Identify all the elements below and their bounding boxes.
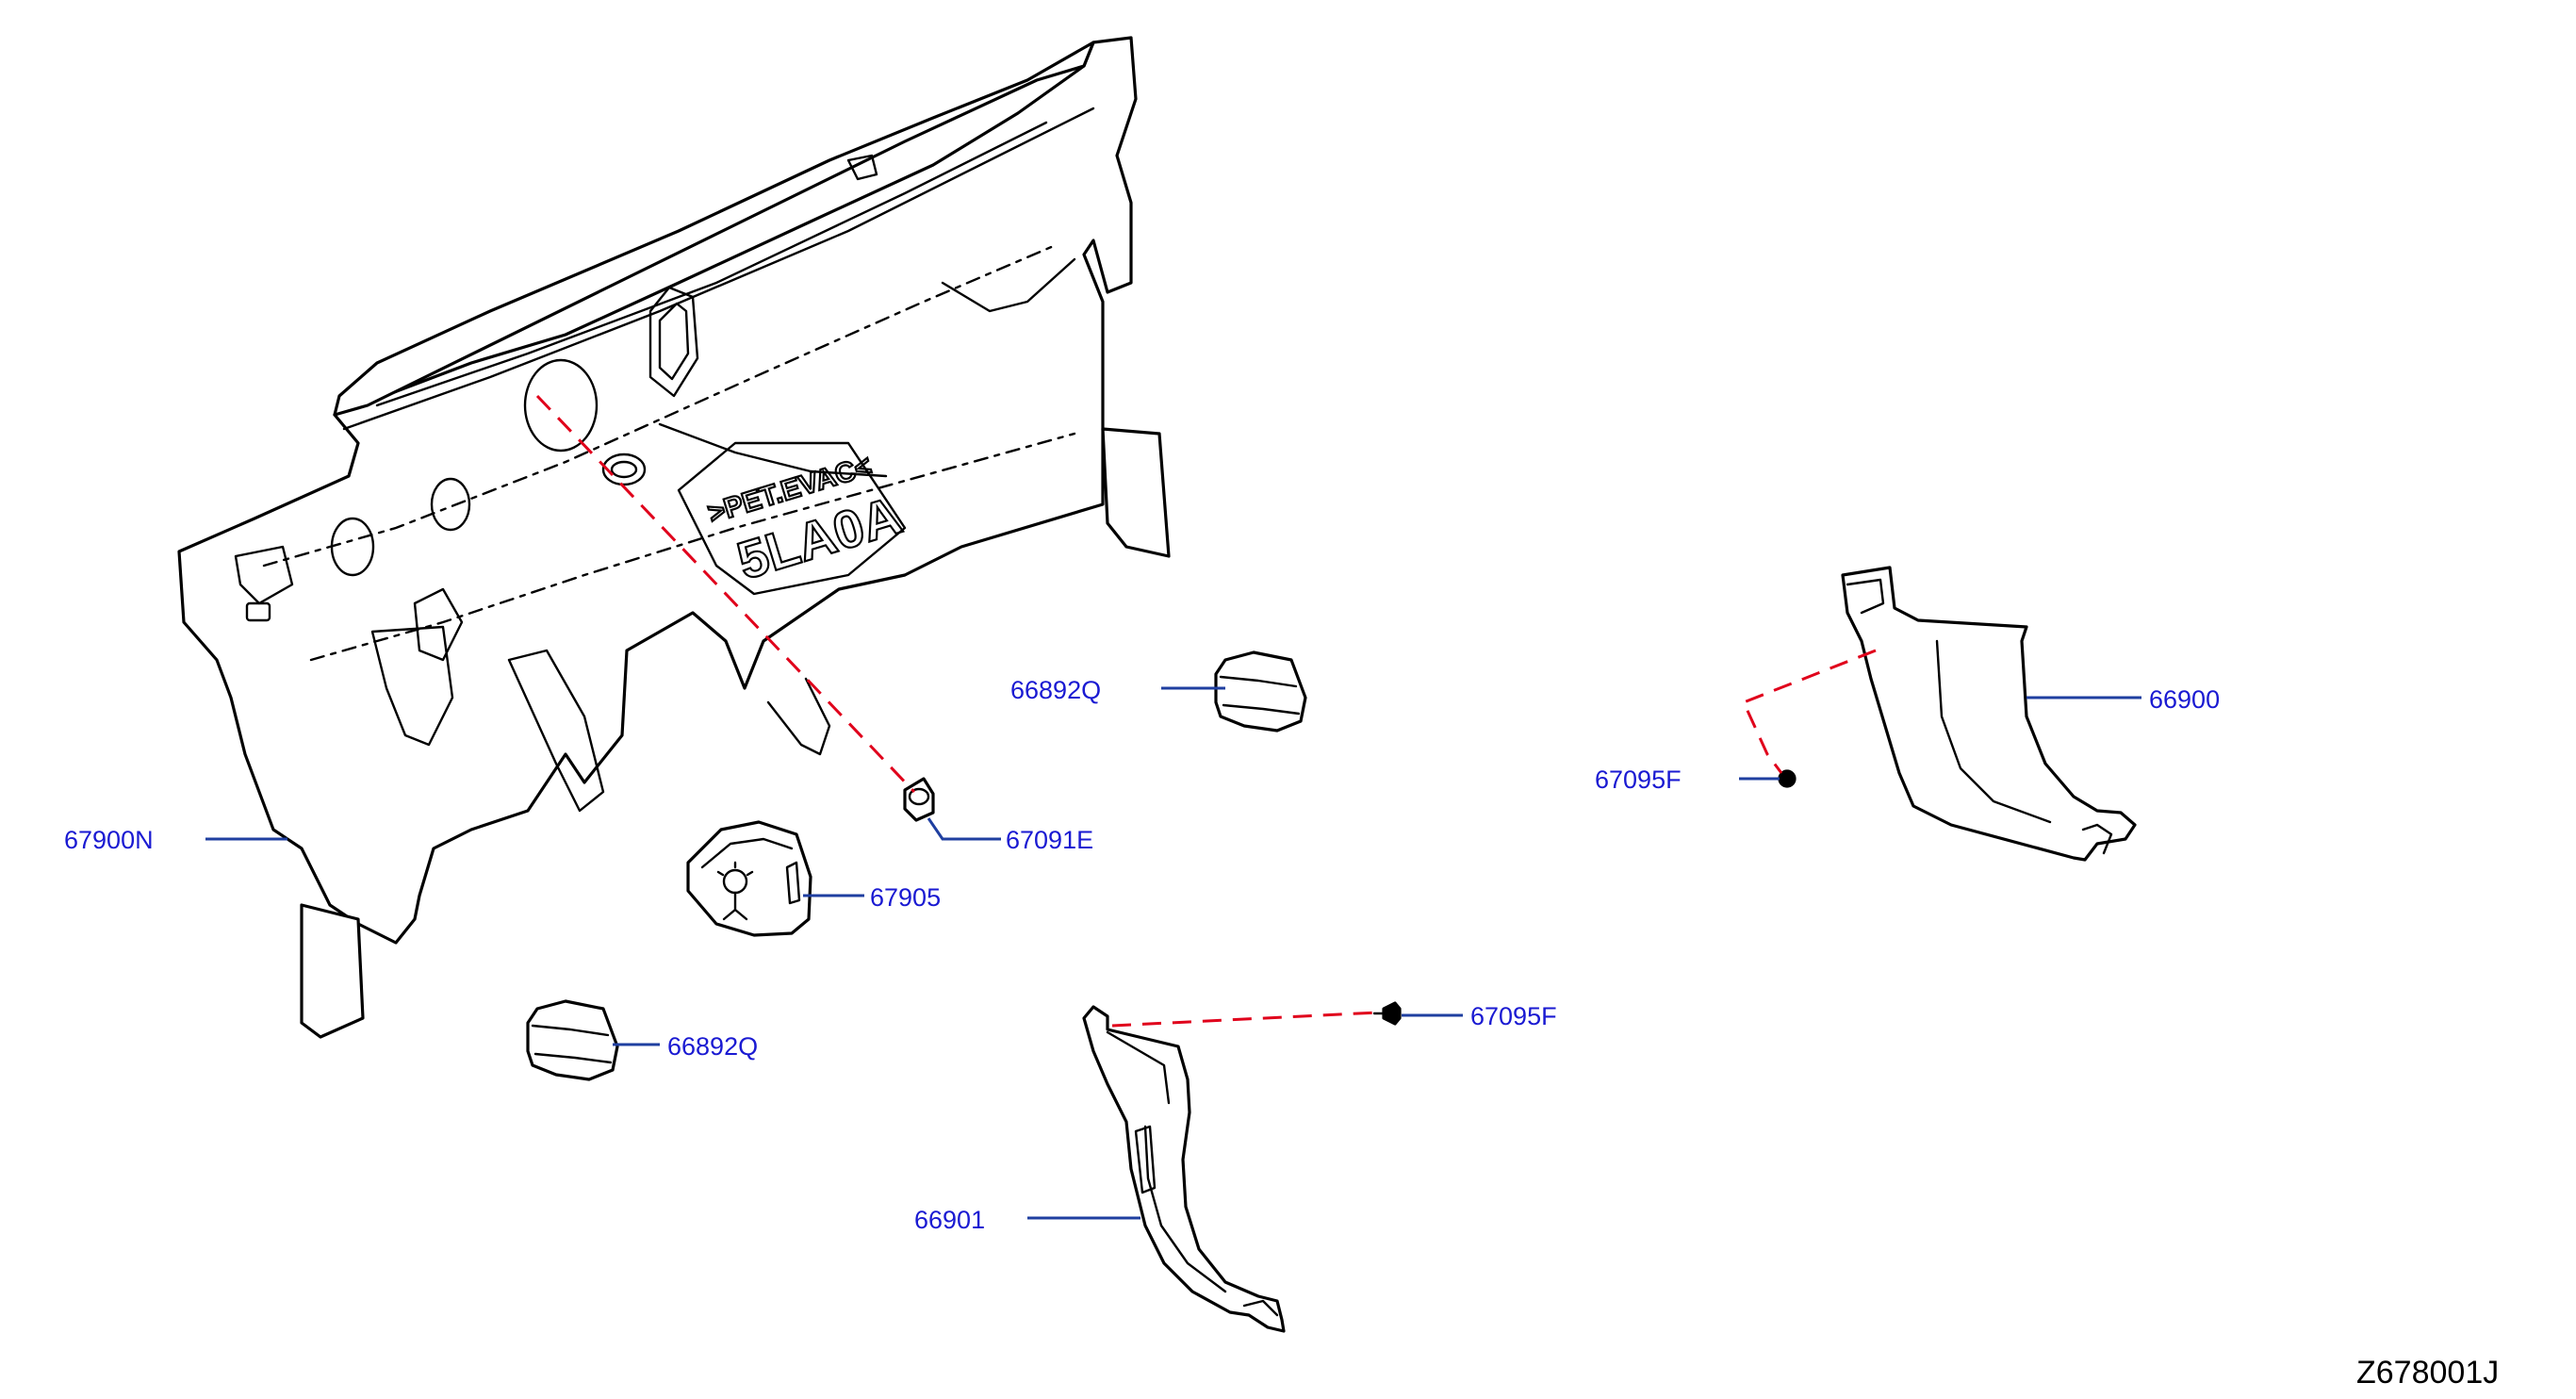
callout-66900: 66900 (2149, 685, 2220, 714)
dash-insulator-part: >PET.EVAC< 5LA0A (177, 36, 1171, 1039)
callout-67091E: 67091E (1006, 826, 1093, 854)
callout-66892Q-upper: 66892Q (1010, 676, 1101, 704)
diagram-reference-code: Z678001J (2356, 1355, 2499, 1391)
kick-plate-trim-lower-part (1082, 1005, 1286, 1333)
callout-66901: 66901 (914, 1206, 985, 1234)
callout-67095F-lower: 67095F (1470, 1002, 1557, 1030)
callout-67095F-right: 67095F (1595, 765, 1682, 794)
clip-67095F-lower-part (1372, 1001, 1402, 1026)
insulator-piece-part (686, 820, 812, 937)
callout-67900N: 67900N (64, 826, 154, 854)
clip-67095F-right-part (1778, 769, 1797, 788)
leader-67091E (927, 817, 1001, 841)
install-path-clip-right (1741, 649, 1877, 774)
clip-block-lower-part (526, 999, 619, 1081)
callout-67905: 67905 (870, 883, 941, 912)
install-path-nut (535, 394, 916, 794)
install-path-clip-lower (1111, 1011, 1379, 1028)
clip-block-upper-part (1214, 650, 1307, 732)
callout-66892Q-lower: 66892Q (667, 1032, 758, 1061)
kick-plate-trim-right-part (1841, 566, 2137, 862)
nut-part (903, 777, 935, 822)
